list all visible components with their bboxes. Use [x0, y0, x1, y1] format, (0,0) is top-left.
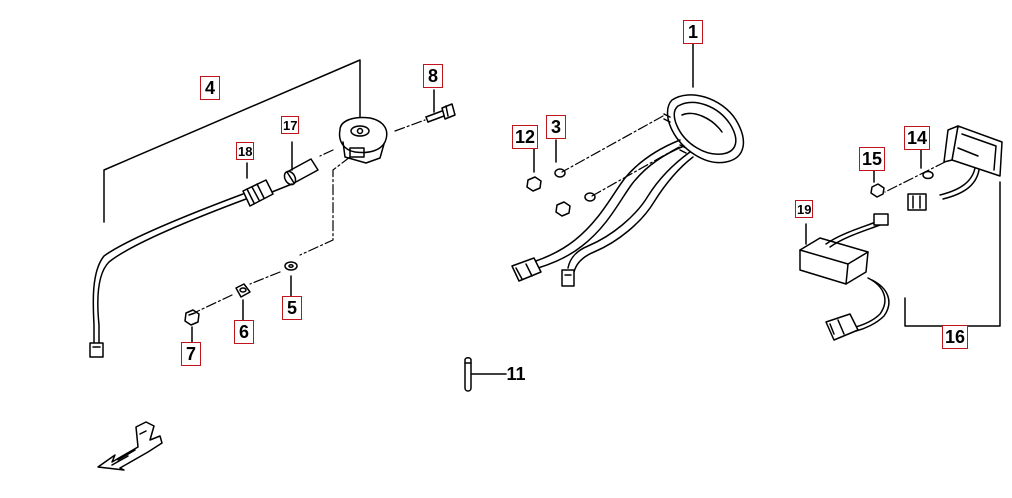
- part-label-19: 19: [795, 200, 814, 218]
- nut-15: [870, 169, 885, 198]
- part-label-14: 14: [904, 126, 931, 150]
- tail-lamp-1: [663, 32, 745, 164]
- screw-8: [425, 89, 456, 123]
- side-lamp: [907, 125, 1003, 211]
- tail-lamp-leader-lines: [561, 115, 680, 197]
- front-direction-arrow: [97, 421, 163, 471]
- part-label-8: 8: [423, 64, 443, 88]
- washer-3: [554, 139, 596, 202]
- washer-14: [920, 149, 934, 180]
- license-lamp-housing: [338, 116, 388, 164]
- washer-5: [284, 261, 298, 298]
- bracket-assembly-4: [103, 59, 361, 223]
- side-lamp-leader-lines: [884, 161, 946, 193]
- part-label-17: 17: [281, 116, 300, 134]
- part-label-18: 18: [236, 142, 255, 160]
- bulb-socket-17: [283, 141, 319, 186]
- part-label-6: 6: [234, 320, 254, 344]
- part-label-16: 16: [942, 325, 969, 349]
- connector-18: [242, 162, 274, 207]
- assembly-leader-lines: [195, 119, 426, 313]
- tail-lamp-harness: [511, 139, 694, 287]
- part-label-3: 3: [546, 115, 566, 139]
- part-label-4: 4: [200, 76, 220, 100]
- license-lamp-wire: [89, 183, 293, 358]
- part-label-7: 7: [181, 342, 201, 366]
- pin-11: [464, 357, 507, 392]
- nut-12: [526, 147, 571, 217]
- part-label-15: 15: [859, 147, 886, 171]
- part-label-12: 12: [512, 125, 539, 149]
- part-label-5: 5: [282, 296, 302, 320]
- nut-7: [184, 309, 200, 344]
- lock-washer-6: [235, 283, 251, 321]
- control-module-19: [799, 213, 890, 341]
- part-label-1: 1: [683, 20, 703, 44]
- part-label-11: 11: [506, 364, 526, 384]
